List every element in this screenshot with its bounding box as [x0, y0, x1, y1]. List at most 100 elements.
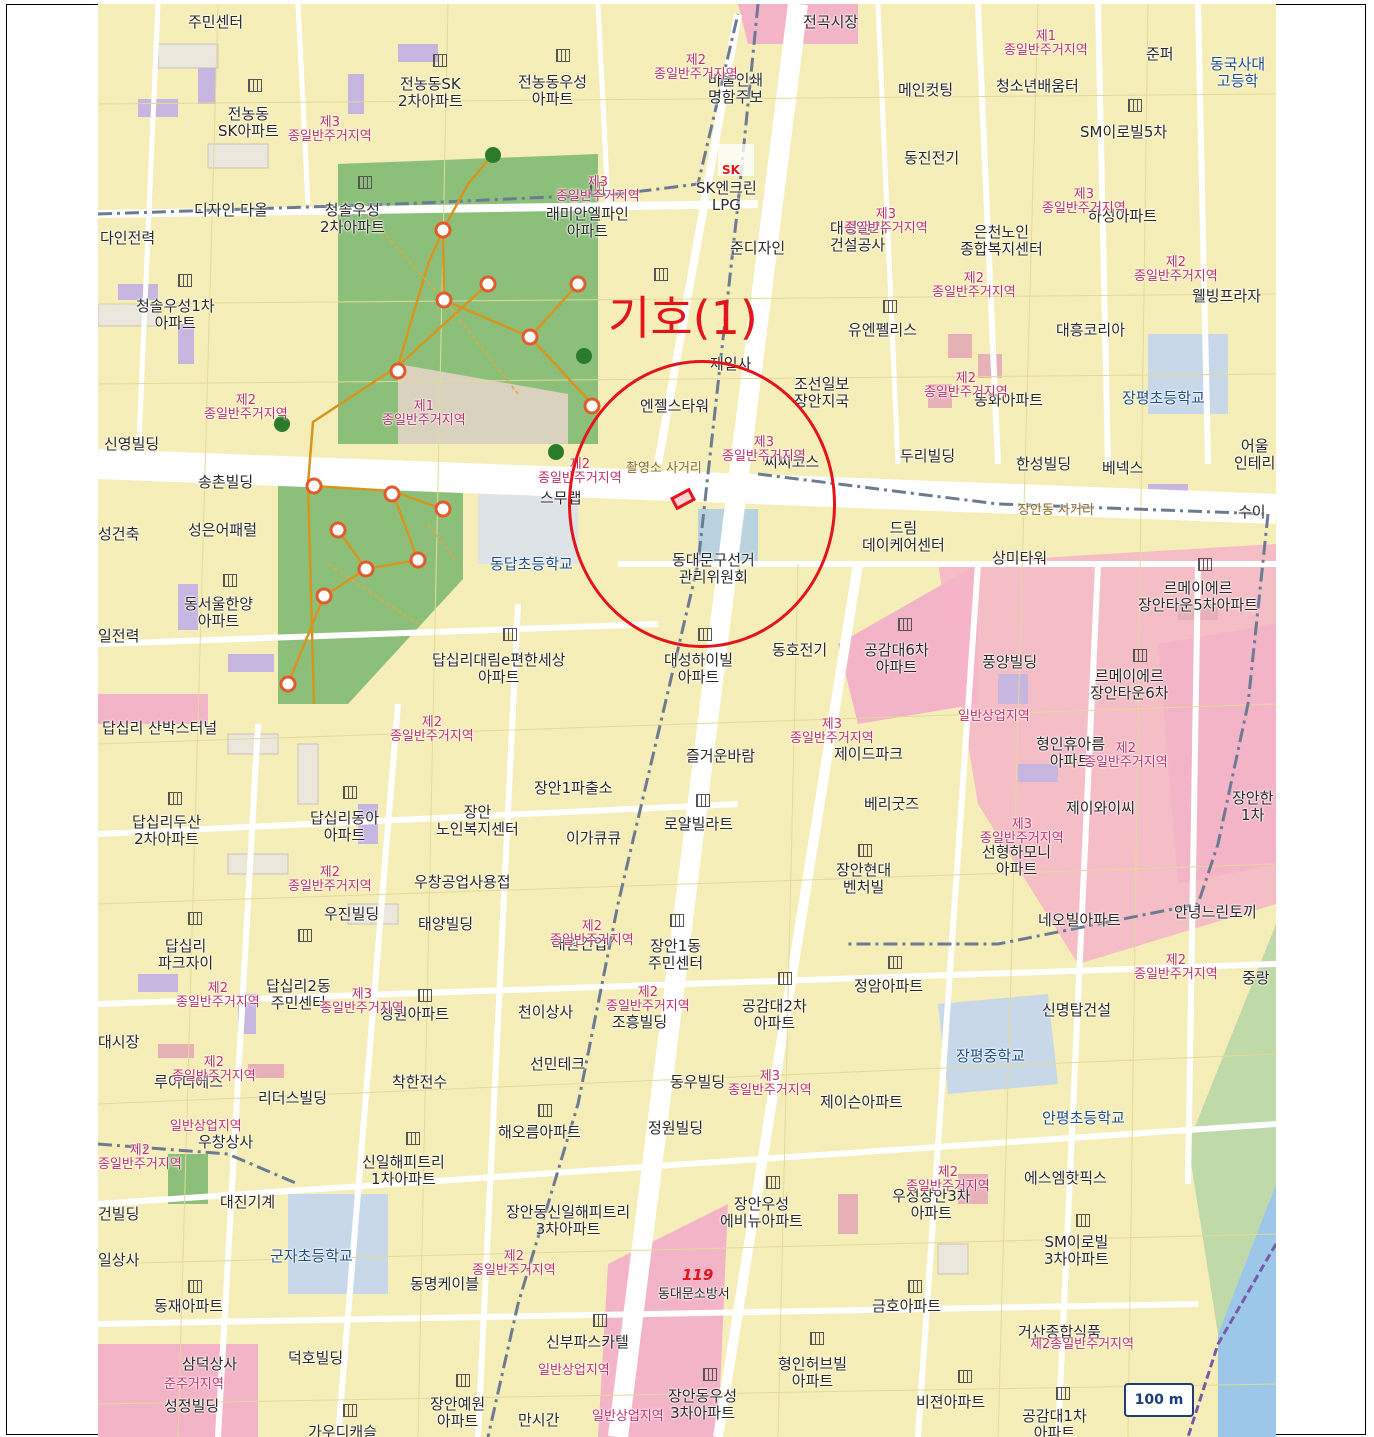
building-icon [858, 844, 872, 857]
map-label: 성정빌딩 [164, 1397, 220, 1415]
map-label: 선형하모니 아파트 [982, 843, 1052, 878]
annotation-label: 기호(1) [608, 291, 758, 345]
map-label: 장안동우성 3차아파트 [668, 1387, 738, 1422]
zone-label: 제2 종일반주거지역 [390, 715, 474, 745]
map-label: 장안동신일해피트리 3차아파트 [506, 1203, 631, 1238]
map-label: 답십리2동 주민센터 [266, 977, 331, 1012]
fire-station-icon: 119 [682, 1266, 713, 1284]
zone-label: 제3 종일반주거지역 [844, 207, 928, 237]
rail-line [1186, 1243, 1276, 1437]
map-label: 만시간 [518, 1411, 560, 1429]
map-label: 공감대2차 아파트 [742, 997, 807, 1032]
map-label: 수이 [1238, 503, 1266, 521]
map-label: 덕호빌딩 [288, 1349, 344, 1367]
zone-label: 제3 종일반주거지역 [320, 987, 404, 1017]
map-label: 건빌딩 [98, 1205, 140, 1223]
building-icon [358, 176, 372, 189]
map-label: 장안1파출소 [534, 779, 613, 797]
map-label: 두리빌딩 [900, 447, 956, 465]
building-icon [168, 792, 182, 805]
zone-label: 제2 종일반주거지역 [204, 393, 288, 423]
apartment-blocks-light [98, 43, 969, 1275]
building-icon [654, 268, 668, 281]
zone-label: 제3 종일반주거지역 [288, 115, 372, 145]
zone-label: 제2 종일반주거지역 [924, 371, 1008, 401]
zone-label: 제3 종일반주거지역 [556, 175, 640, 205]
school-ground [478, 484, 578, 564]
map-label: 태양빌딩 [418, 915, 474, 933]
school-ground [938, 994, 1058, 1094]
map-label: 어울 인테리 [1234, 437, 1276, 472]
scale-bar-label: 100 m [1134, 1392, 1184, 1408]
map-label: 청소년배움터 [996, 77, 1079, 95]
building-icon [766, 1176, 780, 1189]
road-label: 장안동 사거리 [1018, 503, 1094, 518]
map-label: 해오름아파트 [498, 1123, 581, 1141]
building-icon [908, 1280, 922, 1293]
map-label: 장안한 1차 [1232, 789, 1274, 824]
building-icon [178, 274, 192, 287]
map-label: 청솔우성 2차아파트 [320, 201, 385, 236]
map-label: 우창상사 [198, 1133, 254, 1151]
map-label: 드림 데이케어센터 [862, 519, 945, 554]
map-label: 동국사대 고등학 [1210, 55, 1266, 90]
map-label: 전농동 SK아파트 [218, 105, 279, 140]
map-label: 우창공업사용접 [414, 873, 511, 891]
map-label: 르메이에르 장안타운5차아파트 [1138, 579, 1258, 614]
zone-label: 제3 종일반주거지역 [790, 717, 874, 747]
zone-label: 제3 종일반주거지역 [980, 817, 1064, 847]
map-label: 청솔우성1차 아파트 [136, 297, 215, 332]
map-label: 제이드파크 [834, 745, 904, 763]
map-label: 메인컷팅 [898, 81, 954, 99]
map-label: 대흥코리아 [1056, 321, 1126, 339]
zone-label: 제2 종일반주거지역 [932, 271, 1016, 301]
zone-label: 제2 종일반주거지역 [550, 919, 634, 949]
map-label: 천이상사 [518, 1003, 574, 1021]
map-label: 금호아파트 [872, 1297, 942, 1315]
map-label: 전농동우성 아파트 [518, 73, 588, 108]
park-trails [286, 153, 593, 705]
map-canvas[interactable]: SK 119 주민센터 전곡시장 전농동SK 2차아파트 전농동우성 아파트 바… [98, 4, 1276, 1437]
map-label: 답십리 파크자이 [158, 937, 214, 972]
map-label: 군자초등학교 [270, 1247, 353, 1265]
building-icon [298, 929, 312, 942]
svg-text:SK: SK [722, 163, 741, 177]
building-icon [538, 1104, 552, 1117]
map-label: 웰빙프라자 [1192, 287, 1262, 305]
map-label: 가우디캐슬 [308, 1423, 378, 1437]
map-label: 우성장안3차 아파트 [892, 1187, 971, 1222]
building-icon [590, 182, 604, 195]
map-label: 전농동SK 2차아파트 [398, 75, 463, 110]
map-label: 한성빌딩 [1016, 455, 1072, 473]
park-area [278, 474, 463, 704]
trailhead-markers [274, 147, 592, 460]
map-label: 준디자인 [730, 239, 786, 257]
building-icon [593, 1314, 607, 1327]
zone-label: 제2 종일반주거지역 [1084, 741, 1168, 771]
map-label: 송촌빌딩 [198, 473, 254, 491]
map-label: 선민테크 [530, 1055, 586, 1073]
map-label: 청원아파트 [380, 1005, 450, 1023]
building-icon [1133, 649, 1147, 662]
map-label: 다인전력 [100, 229, 156, 247]
map-label: 동명케이블 [410, 1275, 480, 1293]
map-label: 대진기계 [220, 1193, 276, 1211]
map-label: 대시장 [98, 1033, 140, 1051]
map-label: 동재아파트 [154, 1297, 224, 1315]
zone-label: 제2종일반주거지역 [1030, 1337, 1134, 1352]
zone-label: 제2 종일반주거지역 [654, 53, 738, 83]
zone-label: 제2 종일반주거지역 [472, 1249, 556, 1279]
map-label: 래미안엘파인 아파트 [546, 205, 629, 240]
map-label: 동대문소방서 [658, 1287, 730, 1302]
commercial-zone [1158, 624, 1276, 884]
map-label: 준퍼 [1146, 45, 1174, 63]
building-icon [1198, 558, 1212, 571]
map-label: 이가큐큐 [566, 829, 622, 847]
map-label: 조선일보 장안지국 [794, 375, 850, 410]
building-icon [778, 972, 792, 985]
map-label: 장안예원 아파트 [430, 1395, 486, 1430]
map-label: 공감대6차 아파트 [864, 641, 929, 676]
map-label: 로얄빌라트 [664, 815, 734, 833]
map-label: 동서울한양 아파트 [184, 595, 254, 630]
map-label: 동호전기 [772, 641, 828, 659]
